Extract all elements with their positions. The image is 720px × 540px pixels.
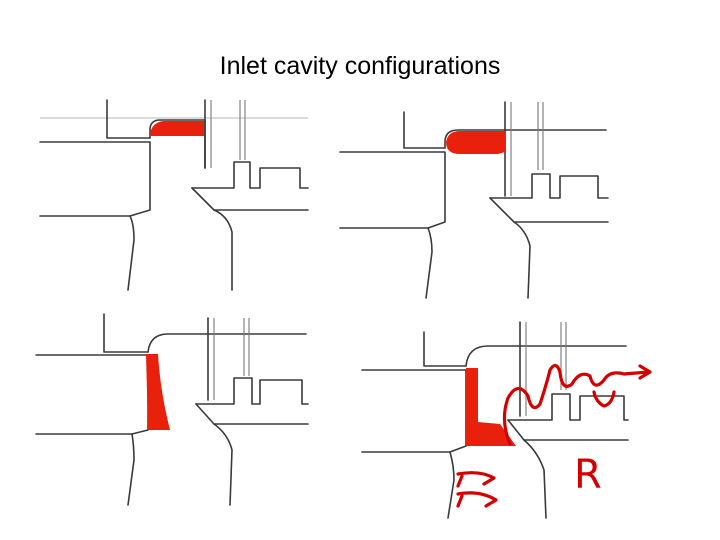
cavity-diagram-bottom-left — [35, 313, 309, 506]
cavity-diagram-top-left — [39, 99, 309, 291]
annotation-r: R — [574, 452, 602, 498]
cavity-diagram-bottom-right — [361, 321, 629, 519]
inflow-arrows — [456, 471, 498, 508]
cavity-fill-bottom-left — [146, 354, 170, 430]
slide-title: Inlet cavity configurations — [219, 52, 501, 80]
cavity-fill-top-left — [150, 121, 204, 136]
cavity-diagram-top-right — [339, 101, 609, 299]
cavity-fill-bottom-right — [466, 368, 516, 446]
cavity-fill-top-right — [446, 131, 505, 154]
labyrinth-flow-arrow — [502, 363, 652, 446]
